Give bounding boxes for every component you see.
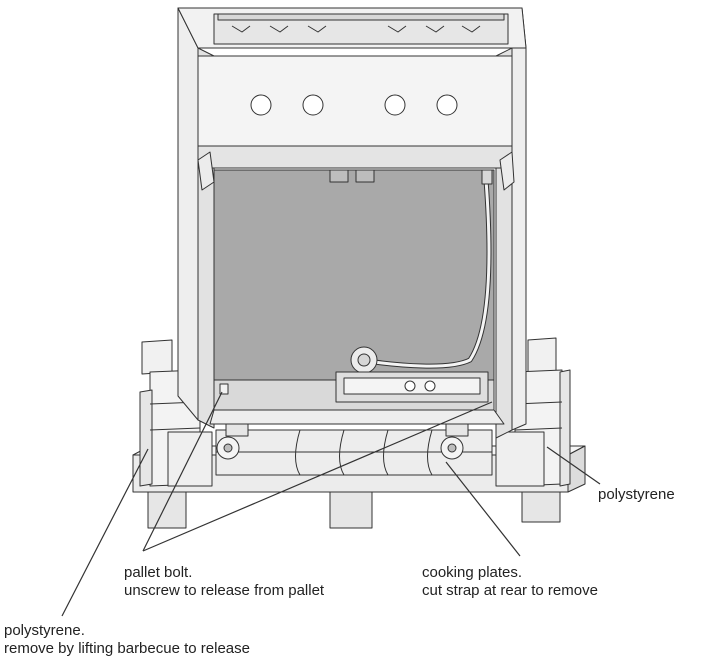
polystyrene-left-title: polystyrene. xyxy=(4,622,85,639)
knob-icon xyxy=(384,94,406,116)
label-pallet-bolt: pallet bolt. unscrew to release from pal… xyxy=(124,564,324,600)
polystyrene-left-detail: remove by lifting barbecue to release xyxy=(4,640,250,657)
leader-line-polystyrene-left xyxy=(61,448,149,617)
leader-line-pallet-bolt-right xyxy=(142,401,493,552)
knob-icon xyxy=(436,94,458,116)
polystyrene-right xyxy=(495,337,571,487)
label-polystyrene-left: polystyrene. remove by lifting barbecue … xyxy=(4,622,250,658)
leader-line-pallet-bolt-left xyxy=(142,391,223,552)
control-panel xyxy=(197,55,513,169)
knob-icon xyxy=(302,94,324,116)
interior-cavity xyxy=(197,151,515,381)
label-cooking-plates: cooking plates. cut strap at rear to rem… xyxy=(422,564,598,600)
knob-icon xyxy=(250,94,272,116)
leader-lines xyxy=(61,391,601,617)
cooking-plates-detail: cut strap at rear to remove xyxy=(422,582,598,599)
leader-line-cooking-plates xyxy=(445,461,521,557)
barbecue-lid xyxy=(177,7,527,49)
castor-wheels xyxy=(216,423,469,460)
label-polystyrene-right: polystyrene xyxy=(598,486,675,503)
pallet-bolt-title: pallet bolt. xyxy=(124,564,193,581)
pallet-bolt-icon xyxy=(219,383,229,395)
leader-line-polystyrene-right xyxy=(546,446,601,485)
bottom-shelf xyxy=(209,346,505,425)
cooking-plates-title: cooking plates. xyxy=(422,564,523,581)
pallet-bolt-detail: unscrew to release from pallet xyxy=(124,582,325,599)
